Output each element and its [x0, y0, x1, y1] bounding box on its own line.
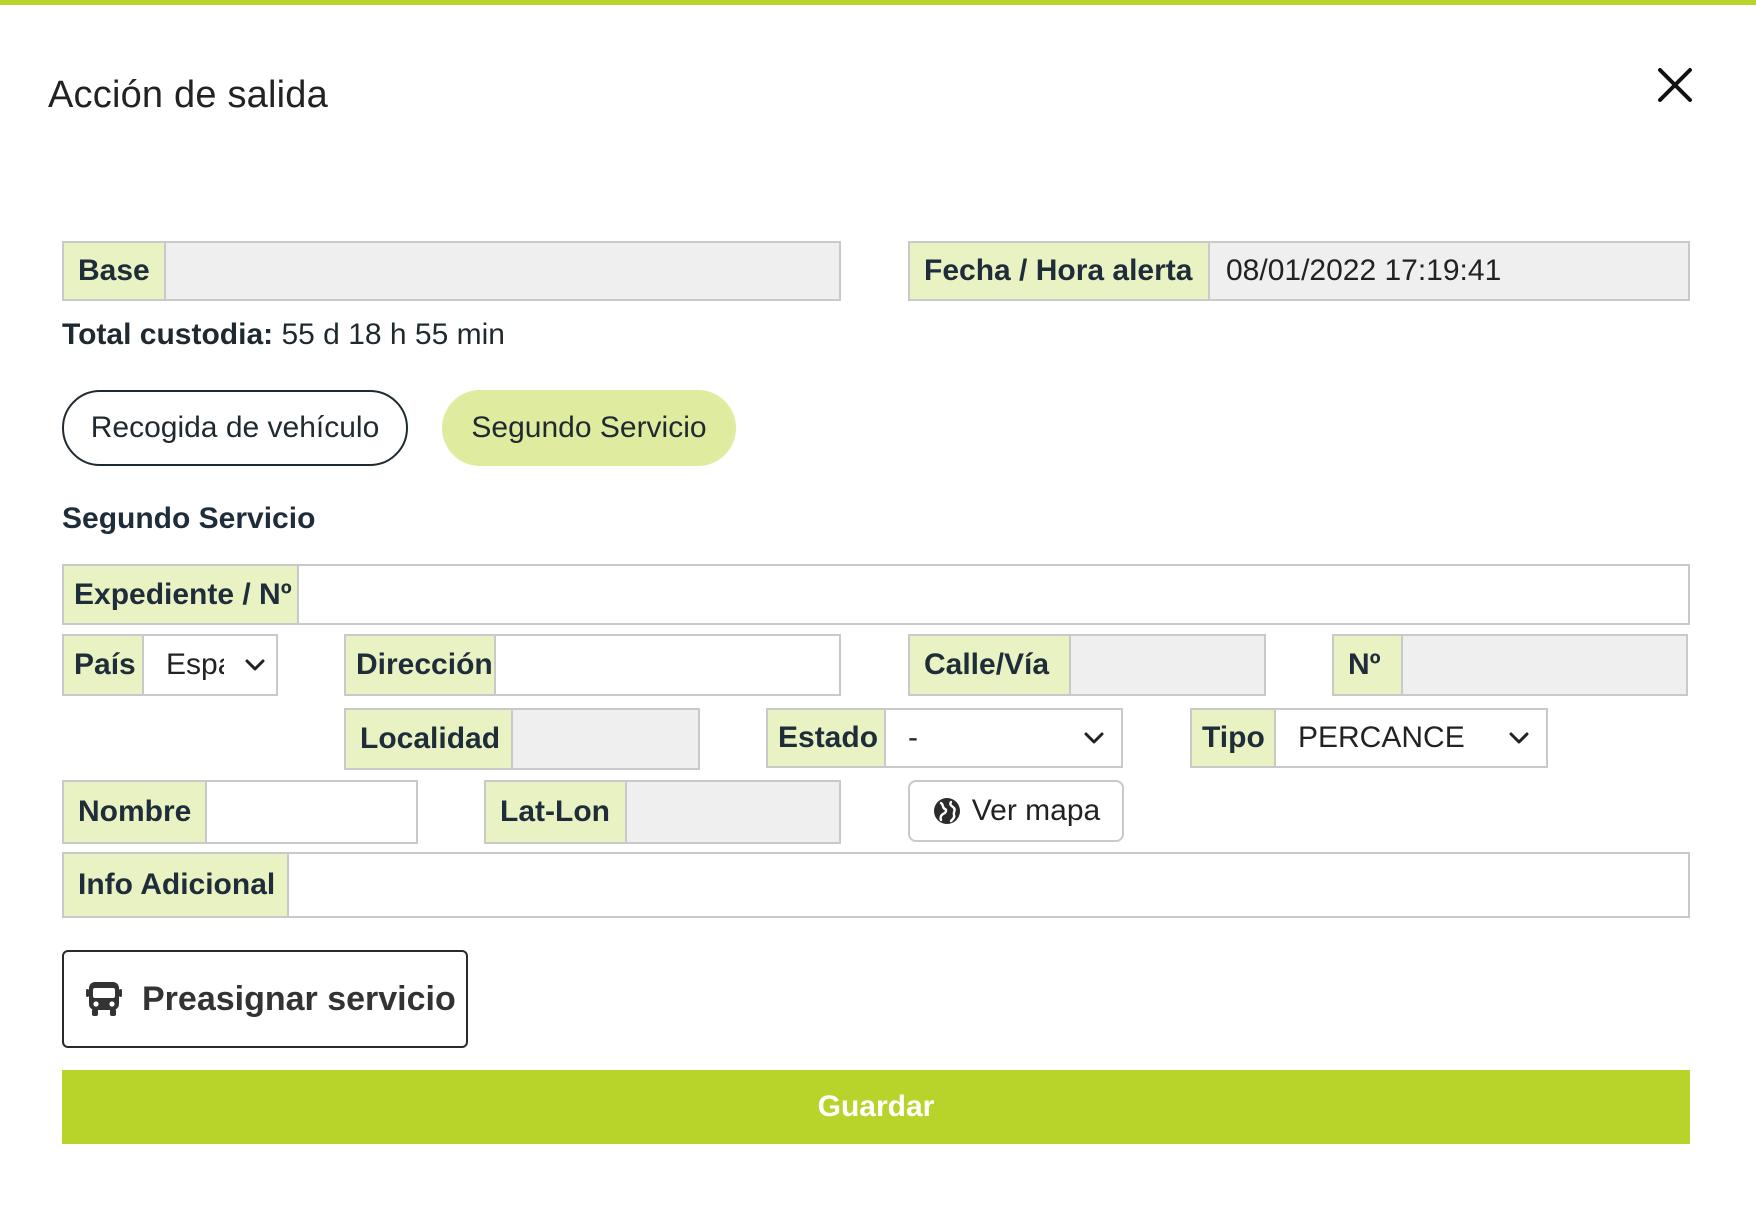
- base-value[interactable]: [166, 243, 839, 299]
- tipo-select[interactable]: PERCANCE: [1276, 710, 1546, 766]
- numero-field: Nº: [1332, 634, 1688, 696]
- top-accent-bar: [0, 0, 1756, 5]
- globe-icon: [933, 798, 960, 824]
- direccion-field: Dirección: [344, 634, 841, 696]
- estado-label: Estado: [768, 710, 886, 766]
- tipo-field: Tipo PERCANCE: [1190, 708, 1548, 768]
- estado-field: Estado -: [766, 708, 1123, 768]
- view-map-label: Ver mapa: [971, 794, 1101, 827]
- estado-value: -: [908, 721, 918, 754]
- nombre-input[interactable]: [207, 782, 416, 842]
- second-service-title: Segundo Servicio: [62, 502, 316, 535]
- direccion-input[interactable]: [496, 636, 839, 694]
- pais-value: Espa: [166, 648, 224, 681]
- chevron-down-icon: [245, 659, 265, 671]
- tipo-label: Tipo: [1192, 710, 1276, 766]
- save-button[interactable]: Guardar: [62, 1070, 1690, 1144]
- total-custody-value: 55 d 18 h 55 min: [281, 318, 505, 351]
- localidad-label: Localidad: [346, 710, 513, 768]
- calle-field: Calle/Vía: [908, 634, 1266, 696]
- latlon-label: Lat-Lon: [486, 782, 627, 842]
- localidad-value[interactable]: [513, 710, 698, 768]
- expediente-label: Expediente / Nº: [64, 566, 299, 623]
- alert-datetime-field: Fecha / Hora alerta 08/01/2022 17:19:41: [908, 241, 1690, 301]
- pais-select[interactable]: Espa: [144, 636, 276, 694]
- info-input[interactable]: [289, 854, 1688, 916]
- estado-select[interactable]: -: [886, 710, 1121, 766]
- vehicle-pickup-button[interactable]: Recogida de vehículo: [62, 390, 408, 466]
- chevron-down-icon: [1084, 732, 1104, 744]
- info-field: Info Adicional: [62, 852, 1690, 918]
- latlon-field: Lat-Lon: [484, 780, 841, 844]
- chevron-down-icon: [1509, 732, 1529, 744]
- localidad-field: Localidad: [344, 708, 700, 770]
- numero-value[interactable]: [1403, 636, 1686, 694]
- alert-datetime-value[interactable]: 08/01/2022 17:19:41: [1210, 243, 1688, 299]
- calle-value[interactable]: [1071, 636, 1264, 694]
- total-custody: Total custodia: 55 d 18 h 55 min: [62, 318, 505, 352]
- base-label: Base: [64, 243, 166, 299]
- info-label: Info Adicional: [64, 854, 289, 916]
- close-icon: [1658, 68, 1692, 102]
- modal-title: Acción de salida: [48, 74, 328, 116]
- second-service-button[interactable]: Segundo Servicio: [442, 390, 736, 466]
- calle-label: Calle/Vía: [910, 636, 1071, 694]
- close-button[interactable]: [1652, 62, 1698, 108]
- numero-label: Nº: [1334, 636, 1403, 694]
- tipo-value: PERCANCE: [1298, 721, 1465, 754]
- alert-datetime-label: Fecha / Hora alerta: [910, 243, 1210, 299]
- pais-field: País Espa: [62, 634, 278, 696]
- latlon-value[interactable]: [627, 782, 839, 842]
- preassign-service-button[interactable]: Preasignar servicio: [62, 950, 468, 1048]
- base-field: Base: [62, 241, 841, 301]
- preassign-service-label: Preasignar servicio: [142, 979, 456, 1018]
- expediente-field: Expediente / Nº: [62, 564, 1690, 625]
- expediente-input[interactable]: [299, 566, 1688, 623]
- view-map-button[interactable]: Ver mapa: [908, 780, 1124, 842]
- total-custody-label: Total custodia:: [62, 318, 274, 351]
- nombre-label: Nombre: [64, 782, 207, 842]
- bus-icon: [86, 982, 122, 1016]
- pais-label: País: [64, 636, 144, 694]
- nombre-field: Nombre: [62, 780, 418, 844]
- direccion-label: Dirección: [346, 636, 496, 694]
